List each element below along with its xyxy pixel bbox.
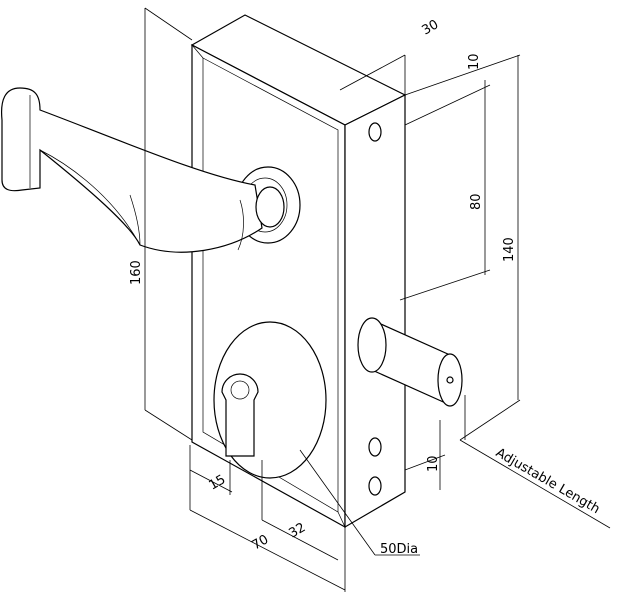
- adjustable-length-label: Adjustable Length: [493, 445, 602, 517]
- dim-top-offset-label: 10: [467, 53, 482, 70]
- cylinder-escutcheon: [213, 321, 327, 479]
- dim-bolt-span-label: 140: [502, 237, 517, 262]
- fixing-holes: [368, 122, 382, 496]
- dim-backset-edge-label: 15: [207, 472, 229, 493]
- latch-bolt: [357, 317, 463, 407]
- dim-width-label: 70: [250, 532, 272, 553]
- lever-handle: [0, 87, 301, 253]
- dimension-lines: [144, 7, 611, 592]
- dim-height-label: 160: [129, 260, 144, 285]
- dim-escutcheon-label: 50Dia: [380, 542, 418, 557]
- dim-cylinder-offset-label: 32: [287, 520, 309, 541]
- dim-bottom-offset-label: 10: [426, 455, 441, 472]
- dim-depth-label: 30: [420, 17, 442, 38]
- dim-handle-to-cylinder-label: 80: [469, 193, 484, 210]
